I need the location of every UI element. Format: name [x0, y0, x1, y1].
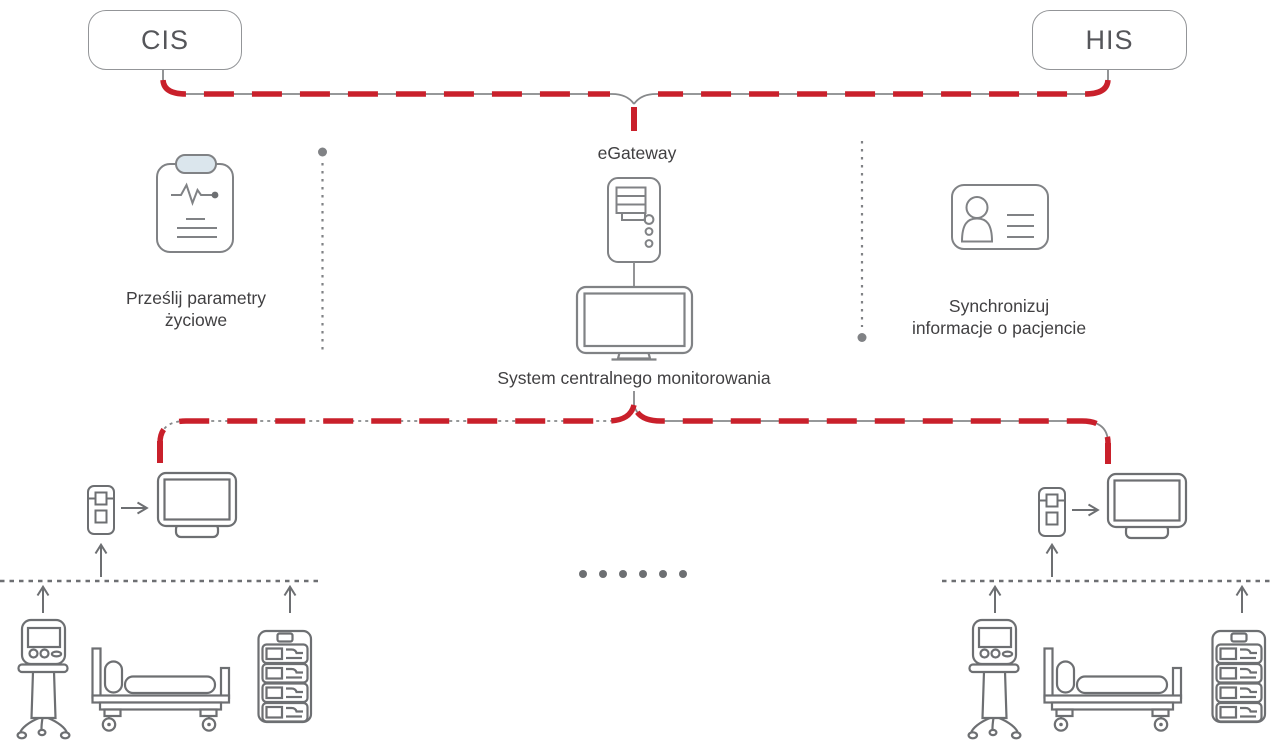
arrow-up-icon	[1235, 585, 1249, 614]
infusion-pump-rack-icon	[257, 629, 313, 724]
cms-bedside-link	[157, 391, 1111, 464]
vitals-annotation: Prześlij parametry życiowe	[126, 287, 266, 331]
central-station-label: System centralnego monitorowania	[497, 368, 771, 388]
bedside-monitor-icon	[156, 471, 238, 539]
his-label: HIS	[1085, 24, 1134, 55]
continuation-dots-icon	[579, 570, 687, 578]
ventilator-icon	[967, 618, 1022, 740]
vitals-line-1: Prześlij parametry	[125, 288, 267, 308]
hospital-bed-icon	[91, 647, 231, 732]
telemetry-device-icon	[1038, 487, 1066, 537]
clipboard-ecg-icon	[156, 154, 234, 253]
cis-his-egateway-link	[160, 68, 1111, 131]
cis-label: CIS	[140, 24, 189, 55]
vitals-line-2: życiowe	[164, 310, 228, 330]
patient-id-card-icon	[951, 184, 1049, 250]
patient-line-2: informacje o pacjencie	[911, 318, 1087, 338]
ventilator-icon	[16, 618, 71, 740]
arrow-right-icon	[120, 501, 148, 515]
right-dotted-guide	[857, 141, 867, 342]
arrow-up-icon	[1045, 543, 1059, 578]
telemetry-device-icon	[87, 485, 115, 535]
infusion-pump-rack-icon	[1211, 629, 1267, 724]
patient-info-annotation: Synchronizuj informacje o pacjencie	[912, 295, 1086, 339]
arrow-up-icon	[36, 585, 50, 614]
his-node: HIS	[1032, 10, 1187, 70]
cis-node: CIS	[88, 10, 242, 70]
desktop-monitor-icon	[575, 285, 694, 361]
hospital-bed-icon	[1043, 647, 1183, 732]
arrow-up-icon	[283, 585, 297, 614]
patient-line-1: Synchronizuj	[948, 296, 1050, 316]
arrow-right-icon	[1071, 503, 1099, 517]
bedside-monitor-icon	[1106, 472, 1188, 540]
left-dotted-guide	[318, 147, 327, 353]
server-tower-icon	[607, 177, 661, 263]
arrow-up-icon	[94, 543, 108, 578]
egateway-label: eGateway	[597, 143, 677, 163]
arrow-up-icon	[988, 585, 1002, 614]
